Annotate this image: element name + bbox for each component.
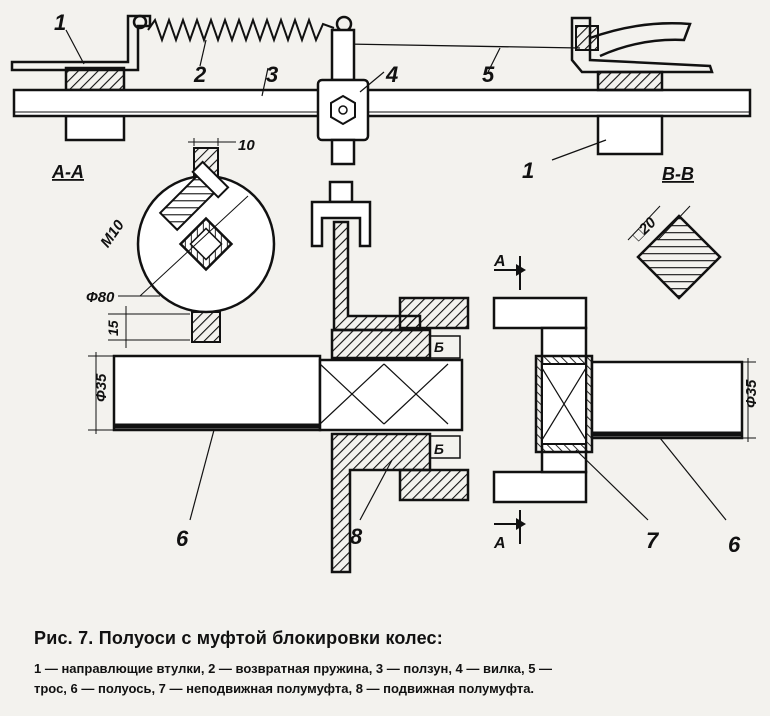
fixed-coupling-plate-top: [492, 296, 588, 330]
fork-body: [316, 78, 370, 142]
dim-15: 15: [105, 320, 121, 336]
callout-1-left: 1: [54, 10, 66, 35]
guide-bush-left-bottom: [64, 114, 126, 142]
section-bb-square: [636, 214, 722, 300]
figure-caption: Рис. 7. Полуоси с муфтой блокировки коле…: [34, 628, 754, 699]
callout-1-right: 1: [522, 158, 534, 183]
figure-title: Рис. 7. Полуоси с муфтой блокировки коле…: [34, 628, 443, 648]
callout-6-left: 6: [176, 526, 189, 551]
yoke-neck: [328, 180, 354, 204]
guide-bush-right-bottom: [596, 114, 664, 156]
fork-stem-bottom: [330, 138, 356, 166]
callout-5: 5: [482, 62, 495, 87]
cable: [344, 43, 581, 49]
guide-bush-left-top: [64, 66, 126, 92]
dim-phi80: Ф80: [86, 289, 115, 306]
axle-shaft-left: [112, 354, 322, 432]
splined-end: [318, 358, 464, 432]
bolt-m10: [158, 160, 230, 232]
movable-coupling-upper: [330, 328, 432, 360]
fixed-coupling-plate-bottom: [492, 470, 588, 504]
yoke: [310, 200, 372, 248]
dim-10: 10: [238, 137, 255, 154]
right-lever: [589, 22, 692, 58]
callout-2: 2: [193, 62, 207, 87]
dim-m10: М10: [97, 217, 128, 251]
figure-legend-line-2: трос, 6 — полуось, 7 — неподвижная полум…: [34, 681, 535, 696]
callout-6-right: 6: [728, 532, 741, 557]
fork-nut: [330, 94, 356, 126]
section-a-bottom: А: [493, 535, 506, 552]
mechanism-drawing: 1 2 3 4 5 1 А-А 10 М10 Ф80 15 В-В □20 Ф3: [10, 10, 760, 574]
callout-7: 7: [646, 528, 660, 553]
return-spring: [147, 16, 335, 44]
right-clamp: [575, 25, 599, 51]
section-a-top: А: [493, 253, 506, 270]
dim-phi35-right: Ф35: [743, 379, 760, 408]
movable-coupling-lower: [330, 432, 432, 574]
movable-coupling-ring-bottom: [398, 468, 470, 502]
left-bracket: [10, 14, 152, 72]
section-b-bottom: Б: [434, 441, 444, 457]
axle-shaft-right: [590, 360, 744, 440]
section-bb-label: В-В: [662, 164, 694, 184]
section-aa-bottom-lug: [191, 311, 221, 343]
section-b-top: Б: [434, 339, 444, 355]
section-aa-label: А-А: [51, 162, 84, 182]
dim-phi35-left: Ф35: [93, 373, 110, 402]
callout-4: 4: [385, 62, 398, 87]
figure-legend-line-1: 1 — направлющие втулки, 2 — возвратная п…: [34, 661, 553, 676]
fork-stem-top: [330, 28, 356, 82]
movable-coupling-ring-top: [398, 296, 470, 330]
callout-8: 8: [350, 524, 363, 549]
guide-bush-right-top: [596, 70, 664, 92]
spring-eye: [132, 14, 148, 30]
callout-3: 3: [266, 62, 278, 87]
